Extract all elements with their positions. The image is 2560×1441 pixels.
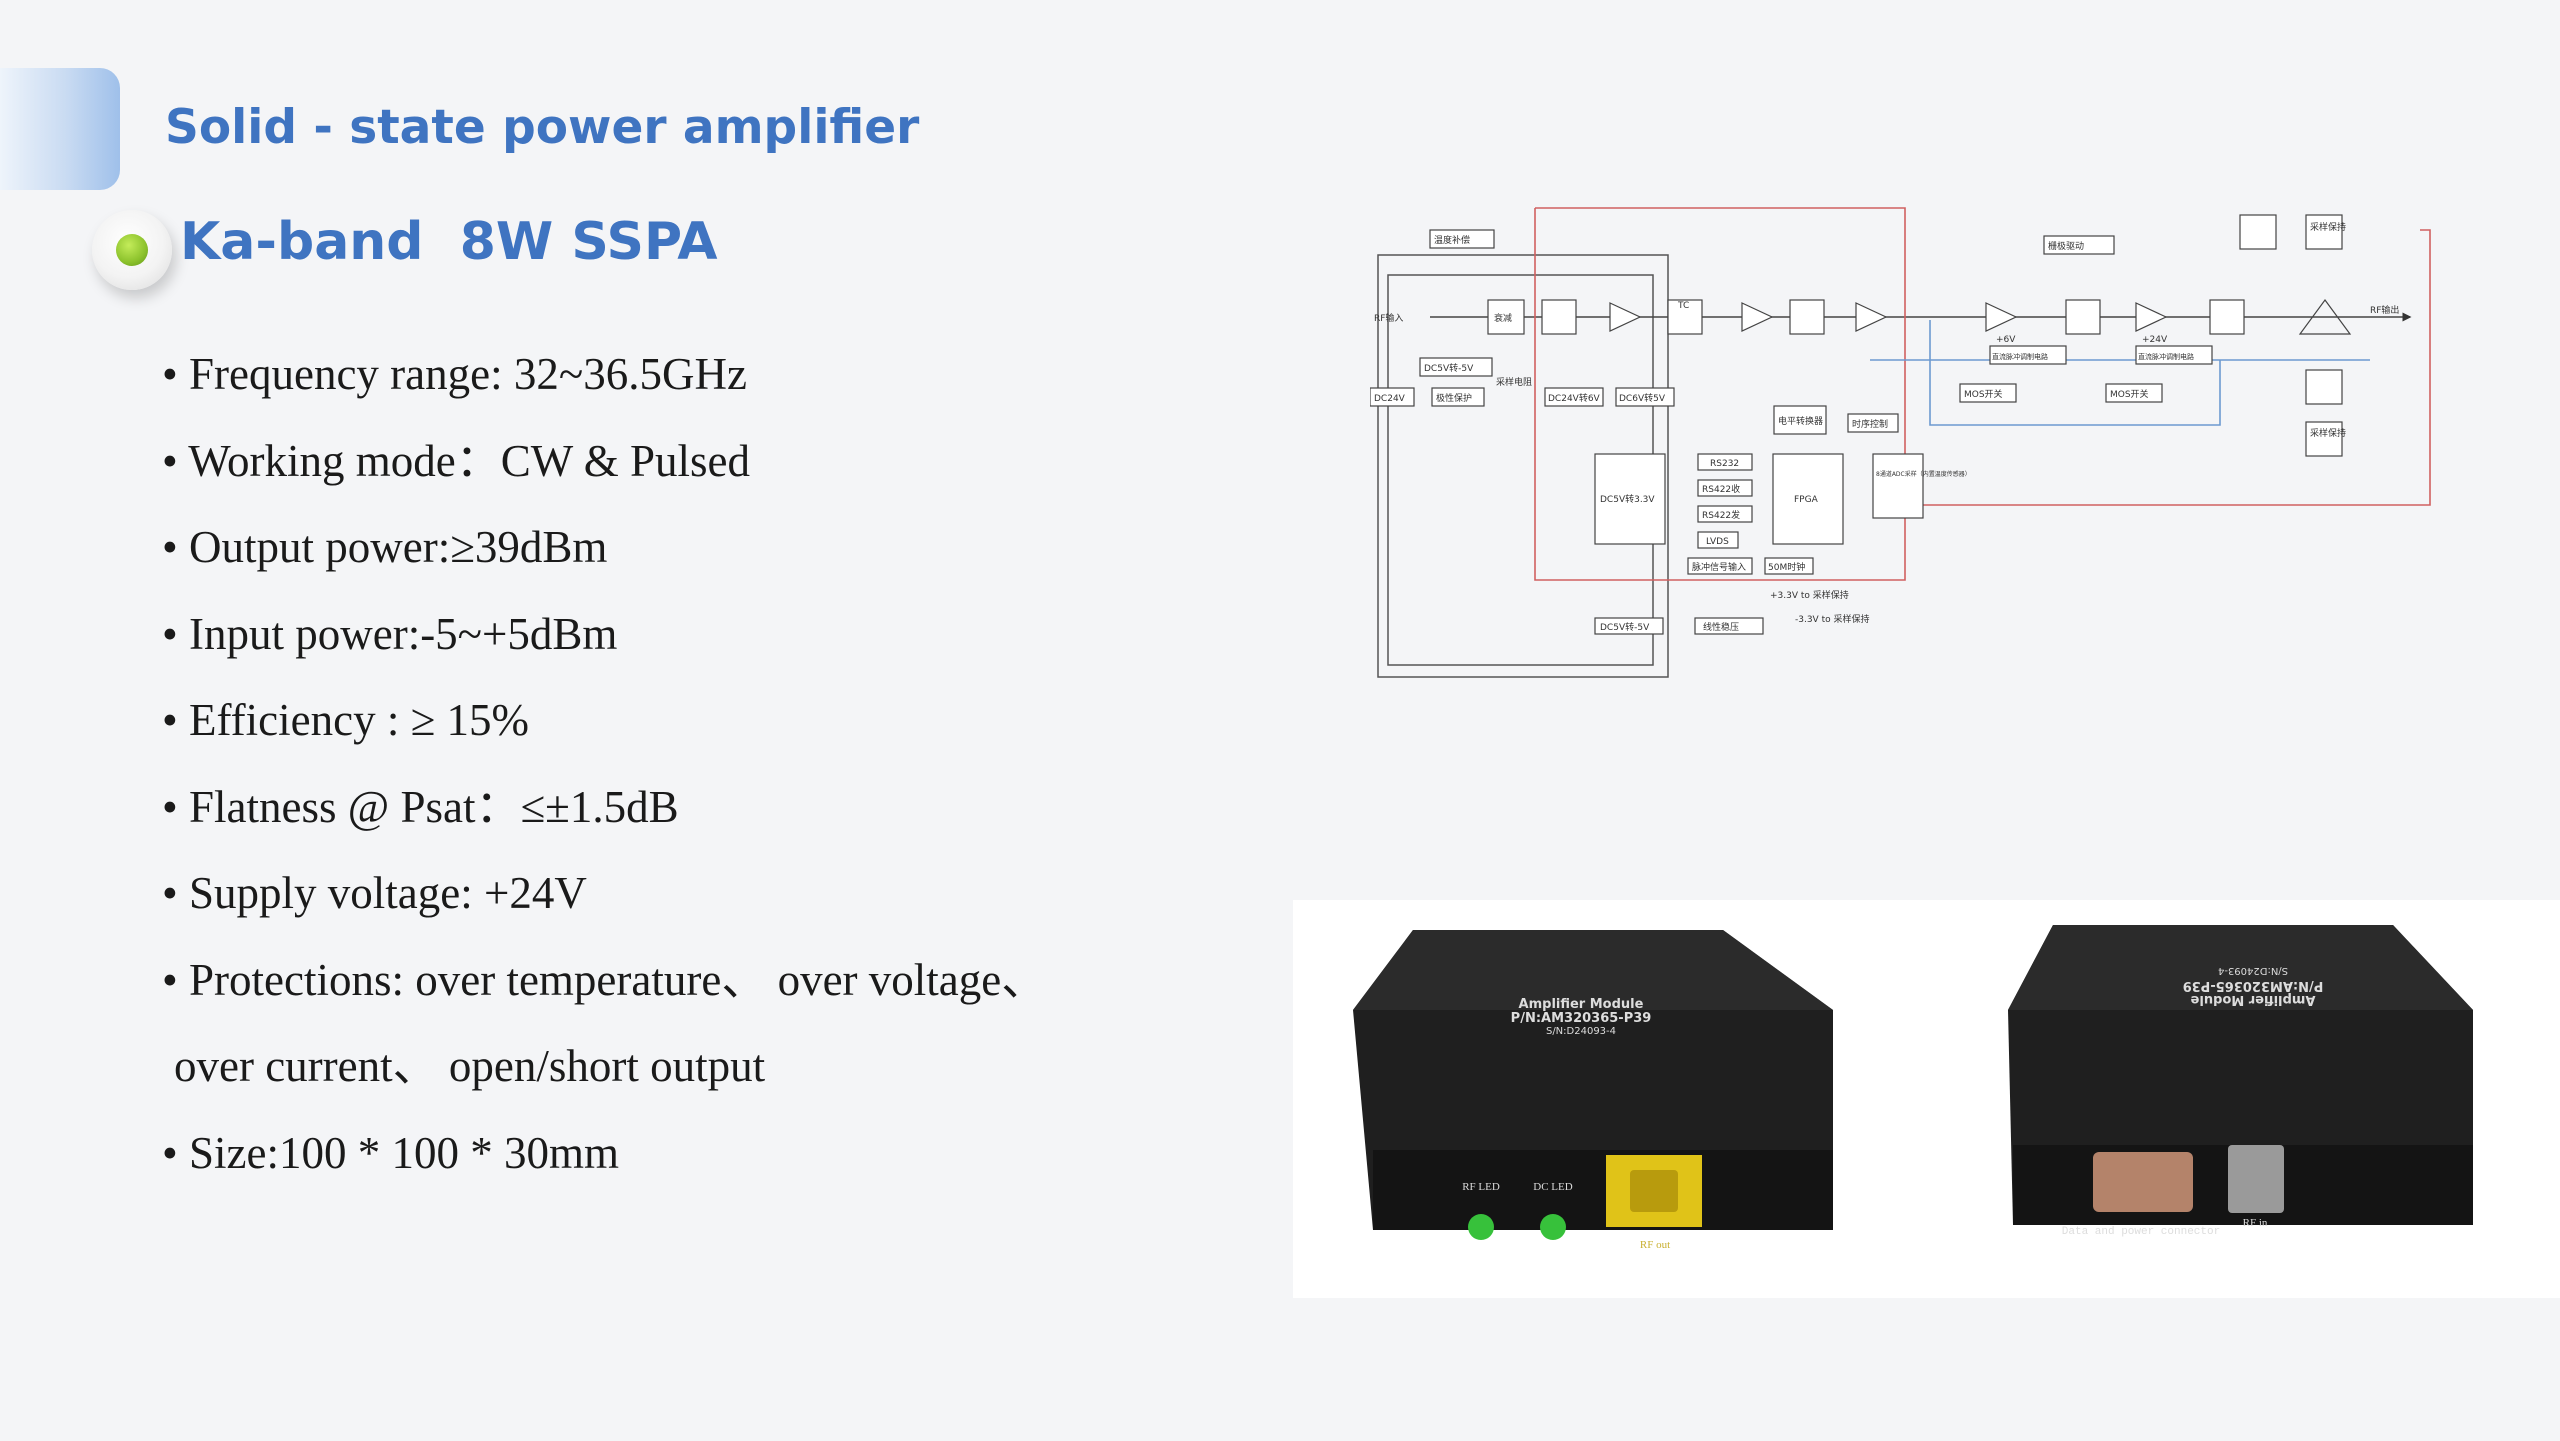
green-bullet-icon [92, 210, 172, 290]
spec-item: • Working mode：CW & Pulsed [162, 435, 750, 486]
diagram-label: RS422发 [1702, 509, 1740, 521]
diagram-label: 采样保持 [2310, 427, 2346, 439]
diagram-label: MOS开关 [1964, 388, 2003, 400]
diagram-label: 栅极驱动 [2048, 240, 2084, 252]
diagram-label: DC6V转5V [1619, 392, 1666, 404]
module-label-line1: Amplifier Module [1519, 997, 1644, 1012]
spec-item-continued: over current、 open/short output [174, 1041, 766, 1091]
diagram-label: 50M时钟 [1768, 561, 1805, 573]
rear-label-line1: Amplifier Module [2190, 992, 2315, 1007]
diagram-label: +24V [2142, 335, 2168, 345]
spec-item: • Output power:≥39dBm [162, 522, 608, 572]
module-front-photo: Amplifier Module P/N:AM320365-P39 S/N:D2… [1353, 930, 1833, 1251]
diagram-label: 直流脉冲调制电路 [2138, 352, 2194, 361]
dc-led-label: DC LED [1533, 1181, 1572, 1193]
accent-tab [0, 68, 120, 190]
module-rear-photo: Amplifier Module P/N:AM320365-P39 S/N:D2… [2008, 925, 2473, 1238]
rf-led-label: RF LED [1462, 1181, 1500, 1193]
spec-item: • Size:100 * 100 * 30mm [162, 1127, 619, 1178]
diagram-label: MOS开关 [2110, 388, 2149, 400]
rf-out-label: RF out [1640, 1239, 1670, 1251]
diagram-label: 温度补偿 [1434, 234, 1470, 246]
diagram-label: 时序控制 [1852, 418, 1888, 430]
diagram-label: LVDS [1706, 537, 1729, 547]
diagram-label: +6V [1996, 335, 2016, 345]
diagram-label: RF输出 [2370, 304, 2399, 316]
spec-item: • Input power:-5~+5dBm [162, 608, 618, 659]
spec-item: • Supply voltage: +24V [162, 868, 587, 918]
diagram-label: 脉冲信号输入 [1692, 561, 1746, 573]
diagram-label: 直流脉冲调制电路 [1992, 352, 2048, 361]
diagram-label: RS422收 [1702, 483, 1740, 495]
product-title: Ka-band 8W SSPA [180, 212, 718, 272]
amplifier-photo: Amplifier Module P/N:AM320365-P39 S/N:D2… [1353, 925, 2473, 1251]
diagram-label: 8通道ADC采样（内置温度传感器） [1876, 470, 1971, 478]
diagram-label: +3.3V to 采样保持 [1770, 589, 1849, 601]
rf-in-label: RF in [2243, 1217, 2268, 1229]
diagram-label: RS232 [1710, 459, 1739, 469]
diagram-label: FPGA [1794, 495, 1819, 505]
diagram-label: DC5V转3.3V [1600, 493, 1655, 505]
diagram-label: RF输入 [1374, 312, 1403, 324]
diagram-label: 采样电阻 [1496, 376, 1532, 388]
diagram-label: 极性保护 [1436, 392, 1472, 404]
rear-label-line3: S/N:D24093-4 [2218, 965, 2288, 976]
diagram-label: 衰减 [1494, 312, 1512, 324]
spec-list: • Frequency range: 32~36.5GHz • Working … [162, 340, 1046, 1205]
rear-label-line2: P/N:AM320365-P39 [2183, 978, 2324, 993]
spec-item: • Flatness @ Psat：≤±1.5dB [162, 781, 679, 832]
diagram-label: 采样保持 [2310, 221, 2346, 233]
connector-label: Data and power connector [2062, 1226, 2220, 1238]
block-diagram: 温度补偿 RF输入 RF输出 衰减 TC DC5V转-5V DC24V 极性保护… [1370, 207, 2431, 678]
spec-item: • Efficiency : ≥ 15% [162, 695, 530, 745]
product-photos: Amplifier Module P/N:AM320365-P39 S/N:D2… [1293, 900, 2560, 1298]
diagram-label: TC [1677, 301, 1689, 311]
module-label-line2: P/N:AM320365-P39 [1511, 1011, 1652, 1026]
spec-item: • Protections: over temperature、 over vo… [162, 954, 1047, 1005]
section-title: Solid - state power amplifier [165, 100, 920, 155]
diagram-label: DC24V [1374, 394, 1406, 404]
diagram-label: DC5V转-5V [1600, 621, 1650, 633]
diagram-label: 电平转换器 [1778, 415, 1823, 427]
diagram-label: DC24V转6V [1548, 392, 1601, 404]
diagram-label: 线性稳压 [1703, 621, 1739, 633]
spec-item: • Frequency range: 32~36.5GHz [162, 349, 747, 399]
diagram-label: DC5V转-5V [1424, 362, 1474, 374]
diagram-label: -3.3V to 采样保持 [1795, 613, 1869, 625]
module-label-line3: S/N:D24093-4 [1546, 1026, 1616, 1037]
